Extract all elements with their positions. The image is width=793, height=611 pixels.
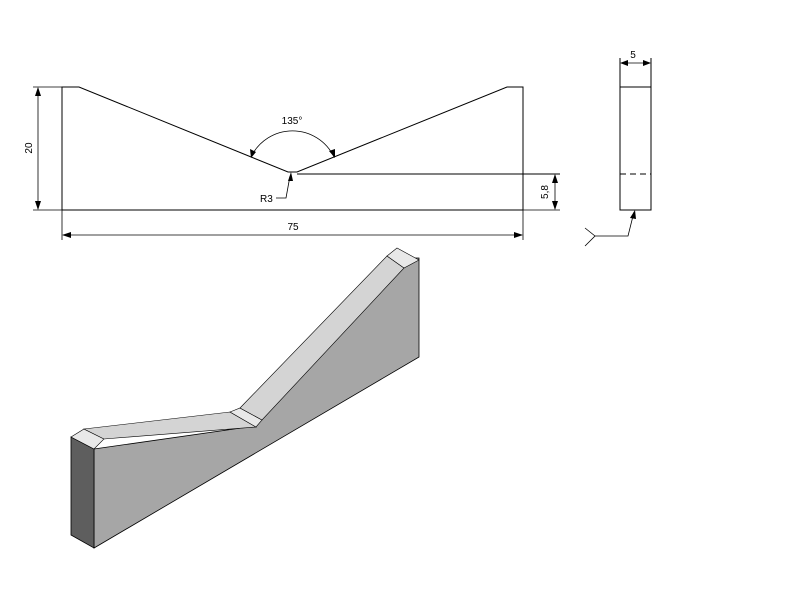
front-view-outline — [61, 86, 524, 211]
dim-arrow — [329, 149, 335, 158]
dim-radius-text: R3 — [260, 194, 273, 205]
dim-arrow — [62, 232, 71, 238]
side-view-outline — [619, 86, 652, 211]
dim-arrow — [552, 174, 558, 183]
dimension-height: 20 — [24, 86, 62, 211]
front-view: 20 75 135° R3 — [24, 86, 560, 240]
dimension-thickness: 5 — [620, 50, 651, 66]
dim-arrow — [620, 60, 628, 66]
dim-arrow — [35, 87, 41, 96]
dim-arrow — [643, 60, 651, 66]
dimension-groove-depth: 5,8 — [523, 174, 560, 211]
dim-arrow — [288, 172, 293, 181]
dim-arrow — [514, 232, 523, 238]
iso-end-face — [70, 436, 95, 549]
dim-angle-text: 135° — [282, 116, 303, 127]
dim-thickness-text: 5 — [630, 50, 636, 61]
dimension-width: 75 — [61, 210, 524, 240]
dim-arrow — [35, 201, 41, 210]
isometric-view — [70, 247, 420, 549]
dim-height-text: 20 — [24, 142, 35, 154]
iso-chamfer-face-right — [386, 247, 420, 269]
dim-groove-depth-text: 5,8 — [540, 185, 551, 199]
dim-arrow — [250, 149, 256, 158]
dim-arrow — [630, 210, 636, 219]
dimension-angle: 135° — [250, 116, 335, 158]
surface-finish-symbol — [584, 210, 636, 247]
side-view: 5 — [584, 50, 652, 247]
dim-arrow — [552, 201, 558, 210]
dim-width-text: 75 — [287, 222, 299, 233]
dimension-radius: R3 — [260, 172, 293, 205]
